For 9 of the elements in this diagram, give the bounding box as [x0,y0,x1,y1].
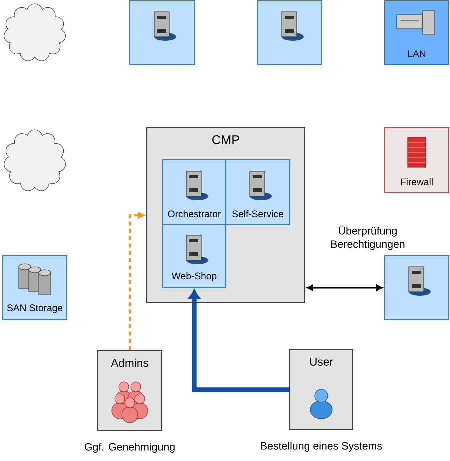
arrow [188,290,290,392]
cloud-shape [4,4,66,62]
caption-text: Bestellung eines Systems [261,442,382,452]
edge-label: Überprüfung Berechtigungen [332,226,405,250]
caption-text: Ggf. Genehmigung [84,443,175,453]
arrow [128,212,145,350]
arrow [307,284,383,292]
cloud-shape [4,130,66,192]
icon-box: User [289,349,354,431]
